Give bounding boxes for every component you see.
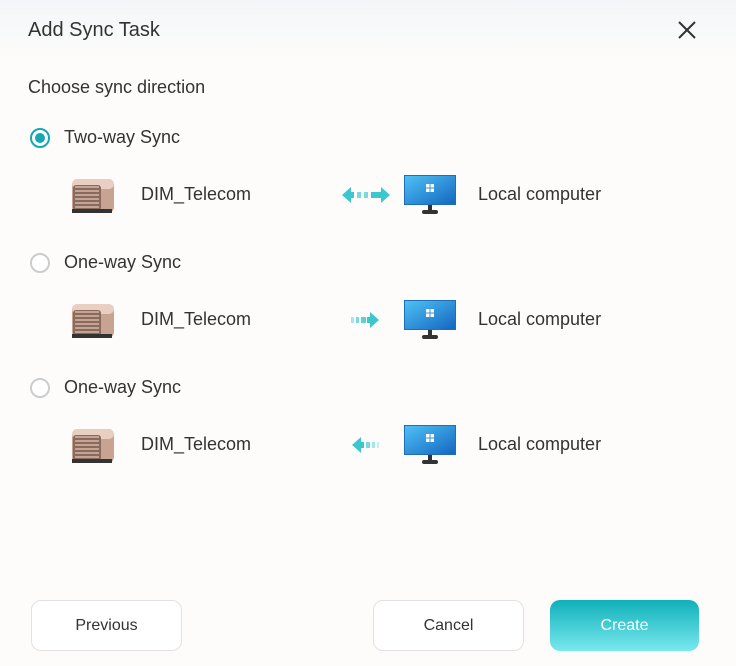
sync-arrow-icon [342,435,390,460]
target-name: Local computer [478,309,602,329]
dialog-title: Add Sync Task [28,19,160,41]
dialog-header: Add Sync Task [0,0,736,62]
option-label: Two-way Sync [64,127,181,147]
sync-diagram: DIM_Telecom Local computer [0,175,736,215]
sync-diagram: DIM_Telecom Local computer [0,300,736,340]
radio-button[interactable] [30,127,50,148]
option-radio-0[interactable]: Two-way Sync [30,127,180,148]
target-name: Local computer [478,184,602,204]
radio-button[interactable] [30,377,50,398]
previous-button[interactable]: Previous [31,600,182,651]
nas-icon [70,300,116,345]
sync-arrow-icon [342,185,390,210]
computer-icon [404,425,456,470]
sync-arrow-icon [342,310,390,335]
option-radio-1[interactable]: One-way Sync [30,252,181,273]
computer-icon [404,300,456,345]
close-icon[interactable] [676,19,698,41]
option-label: One-way Sync [64,377,182,397]
target-name: Local computer [478,434,602,454]
computer-icon [404,175,456,220]
option-label: One-way Sync [64,252,182,272]
cancel-button[interactable]: Cancel [373,600,524,651]
section-heading: Choose sync direction [28,77,206,97]
create-button[interactable]: Create [550,600,699,651]
nas-icon [70,425,116,470]
source-name: DIM_Telecom [141,309,252,329]
source-name: DIM_Telecom [141,184,252,204]
option-radio-2[interactable]: One-way Sync [30,377,181,398]
radio-button[interactable] [30,252,50,273]
nas-icon [70,175,116,220]
source-name: DIM_Telecom [141,434,252,454]
sync-diagram: DIM_Telecom Local computer [0,425,736,465]
